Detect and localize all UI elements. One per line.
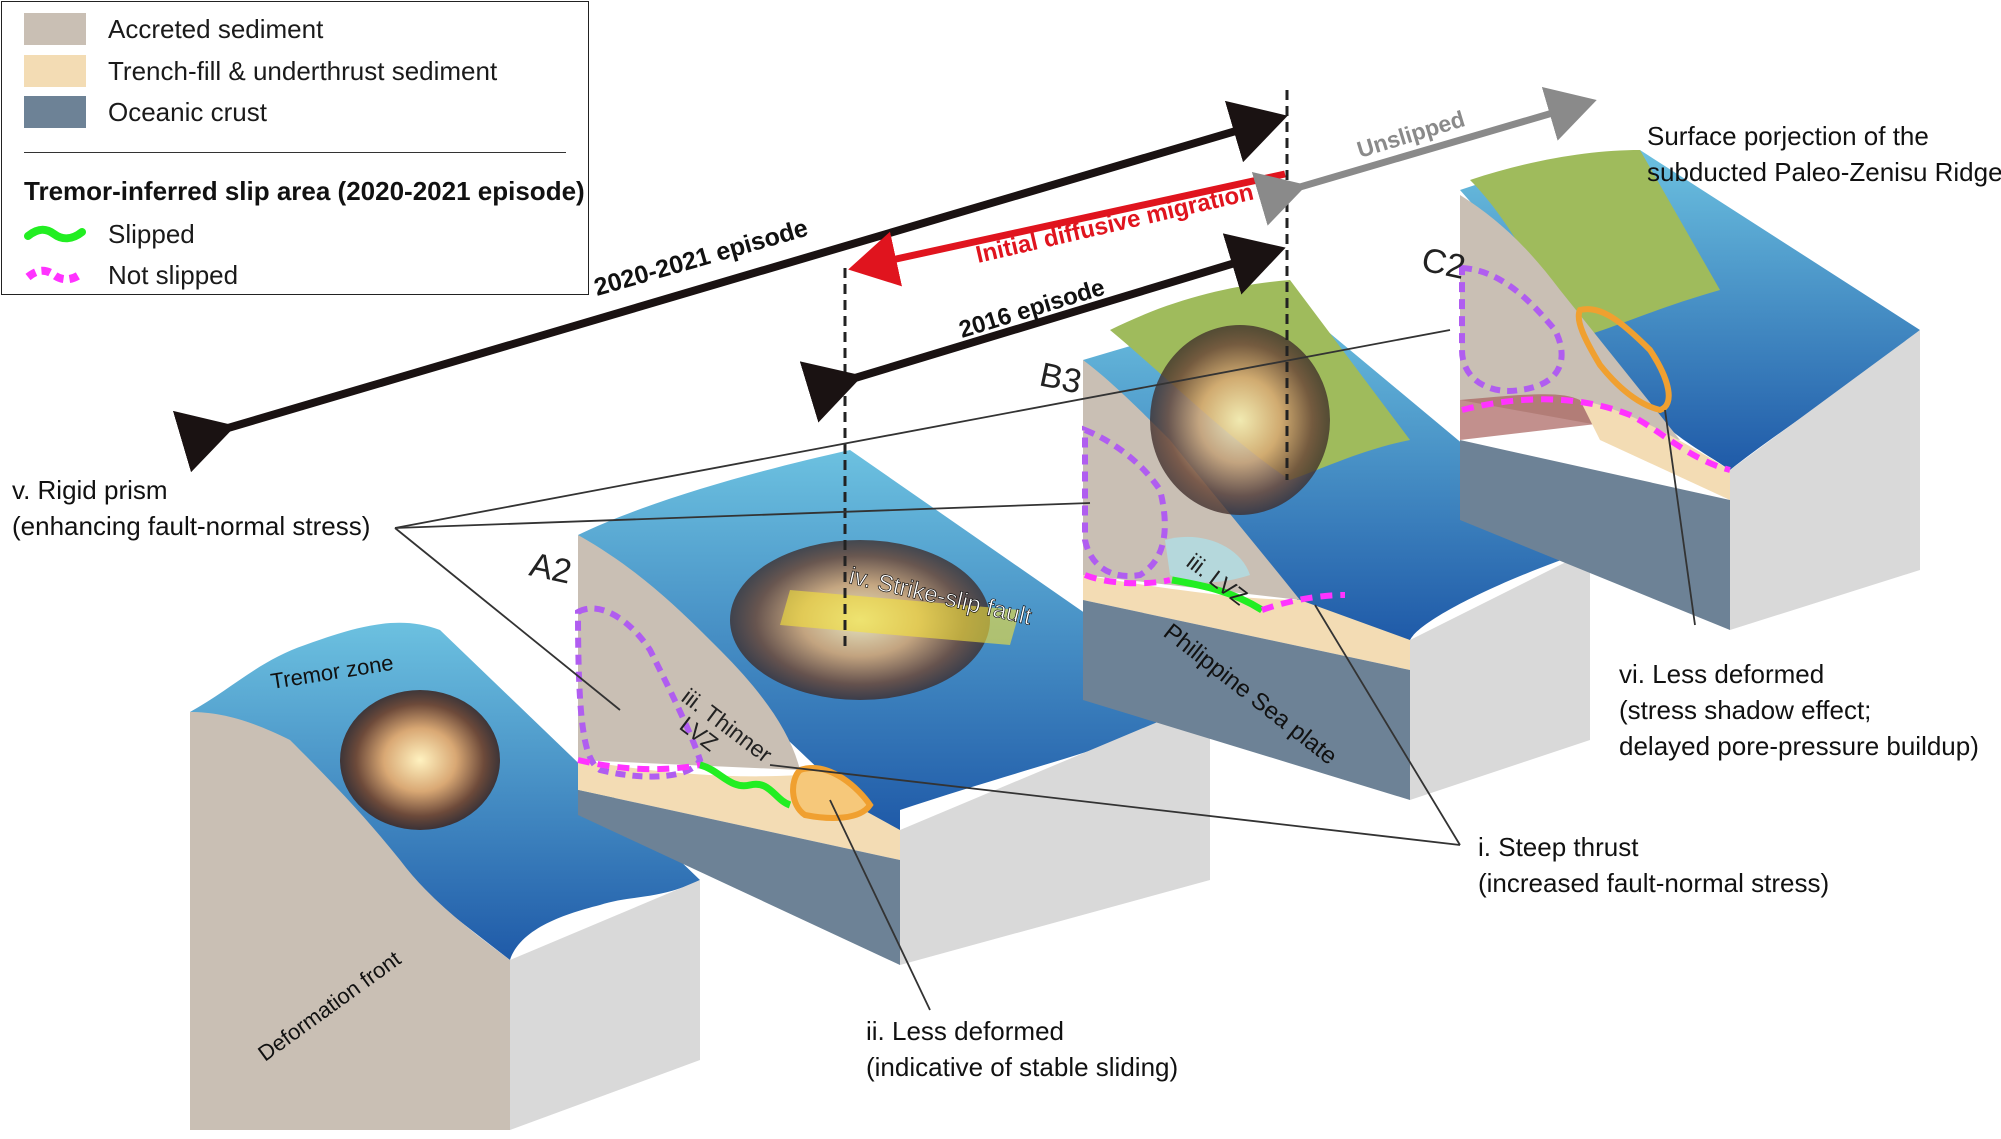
arrow-2020-2021 (172, 100, 1288, 473)
tremor-zone-patch-a (340, 690, 500, 830)
not-slipped-line-b3-left (1083, 572, 1171, 587)
profile-label-a2: A2 (526, 546, 575, 592)
annotation-rigid-prism: v. Rigid prism (enhancing fault-normal s… (12, 472, 370, 544)
block-c2-oceanic (1460, 440, 1730, 630)
block-b3-trench-fill (1083, 575, 1410, 670)
annotation-surface-projection-line1: Surface porjection of the (1647, 121, 1929, 151)
legend-label-oceanic: Oceanic crust (108, 96, 267, 127)
not-slipped-line-b3-right (1260, 592, 1346, 613)
arrow-2016 (799, 233, 1286, 423)
annotation-less-deformed-vi-line1: vi. Less deformed (1619, 659, 1825, 689)
legend-swatch-not-slipped (25, 266, 85, 284)
profile-label-c2: C2 (1418, 241, 1468, 287)
block-a-cross-section (190, 712, 510, 1130)
legend-label-accreted: Accreted sediment (108, 13, 324, 44)
legend-item-slipped: Slipped (24, 218, 195, 250)
strike-slip-fault-zone (780, 590, 1020, 645)
legend-item-oceanic: Oceanic crust (24, 96, 267, 128)
slipped-line-b3 (1171, 576, 1264, 613)
annotation-less-deformed-ii: ii. Less deformed (indicative of stable … (866, 1013, 1178, 1085)
annotation-rigid-prism-line2: (enhancing fault-normal stress) (12, 511, 371, 541)
block-a-front-face (510, 880, 700, 1130)
block-b3-oceanic (1083, 600, 1410, 800)
legend-divider (24, 152, 566, 153)
not-slipped-line-a2 (577, 757, 701, 773)
annotation-steep-thrust-line2: (increased fault-normal stress) (1478, 868, 1830, 898)
legend-label-not-slipped: Not slipped (108, 259, 239, 290)
block-c2-accreted (1460, 195, 1680, 440)
leader-lines (394, 329, 1696, 1011)
legend-label-trench-fill: Trench-fill & underthrust sediment (108, 55, 498, 86)
legend-swatch-oceanic (24, 96, 86, 128)
legend-item-accreted: Accreted sediment (24, 13, 323, 45)
less-deformed-outline-a2 (790, 765, 874, 821)
legend-subtitle: Tremor-inferred slip area (2020-2021 epi… (24, 176, 585, 206)
block-a2-trench-fill (578, 760, 900, 860)
legend-swatch-slipped (24, 225, 86, 243)
legend-label-slipped: Slipped (108, 218, 195, 249)
annotation-less-deformed-vi-line2: (stress shadow effect; (1619, 695, 1872, 725)
annotation-surface-projection: Surface porjection of the subducted Pale… (1647, 118, 2001, 190)
annotation-steep-thrust-line1: i. Steep thrust (1478, 832, 1639, 862)
legend: Accreted sediment Trench-fill & underthr… (1, 1, 589, 295)
block-a (190, 622, 700, 1130)
block-a2-front-face (900, 700, 1210, 965)
annotation-less-deformed-vi: vi. Less deformed (stress shadow effect;… (1619, 656, 1979, 764)
slipped-line-a2 (698, 761, 792, 809)
annotation-surface-projection-line2: subducted Paleo-Zenisu Ridge (1647, 157, 2001, 187)
block-c2-front-face (1730, 330, 1920, 630)
annotation-steep-thrust: i. Steep thrust (increased fault-normal … (1478, 829, 1829, 901)
legend-swatch-accreted (24, 13, 86, 45)
annotation-less-deformed-ii-line2: (indicative of stable sliding) (866, 1052, 1179, 1082)
annotation-less-deformed-vi-line3: delayed pore-pressure buildup) (1619, 731, 1979, 761)
profile-label-b3: B3 (1036, 356, 1085, 402)
rigid-prism-outline-c2 (1459, 264, 1565, 394)
legend-swatch-trench-fill (24, 55, 86, 87)
annotation-less-deformed-ii-line1: ii. Less deformed (866, 1016, 1064, 1046)
arrow-unslipped (1251, 86, 1597, 226)
block-a2 (574, 450, 1210, 965)
less-deformed-outline-c2 (1575, 306, 1672, 414)
legend-item-trench-fill: Trench-fill & underthrust sediment (24, 55, 497, 87)
annotation-rigid-prism-line1: v. Rigid prism (12, 475, 168, 505)
block-a2-accreted (578, 535, 800, 770)
block-a2-oceanic (578, 790, 900, 965)
tremor-zone-patch-b3 (1150, 325, 1330, 515)
rigid-prism-outline-a2 (574, 605, 704, 780)
legend-item-not-slipped: Not slipped (24, 259, 238, 291)
lvz-zone-b3 (1165, 536, 1250, 583)
block-c2-trench-fill (1580, 400, 1730, 500)
not-slipped-line-c2 (1461, 396, 1731, 473)
block-b3-front-face (1410, 550, 1590, 800)
